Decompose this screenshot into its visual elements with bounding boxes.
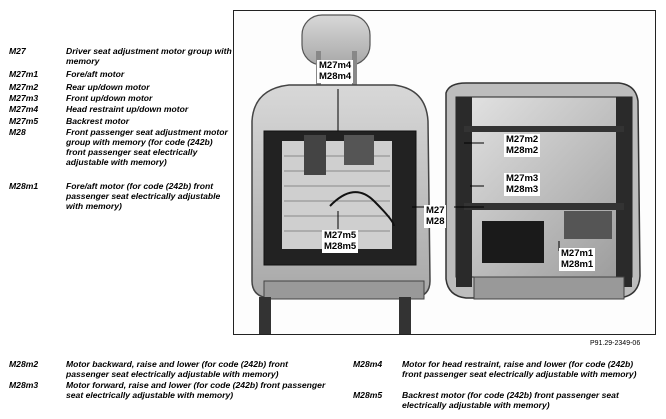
callout-label: M27m1 <box>561 248 594 259</box>
legend-code: M28m3 <box>9 380 39 390</box>
legend-code: M28m2 <box>9 359 39 369</box>
callout-rear-updown: M27m2 M28m2 <box>504 134 541 157</box>
legend-desc: Driver seat adjustment motor group with … <box>66 46 232 66</box>
callout-head-restraint: M27m4 M28m4 <box>317 60 354 83</box>
callout-label: M27 <box>426 205 445 216</box>
legend-desc: Motor for head restraint, raise and lowe… <box>402 359 637 379</box>
legend-code: M28m4 <box>353 359 383 369</box>
legend-code: M28m1 <box>9 181 39 191</box>
legend-code: M28 <box>9 127 26 137</box>
seat-motor-photo: M27m4 M28m4 M27m2 M28m2 M27m3 M28m3 M27 … <box>233 10 656 335</box>
motor-housing <box>482 221 544 263</box>
seat-base <box>263 280 425 300</box>
legend-code: M27 <box>9 46 26 56</box>
callout-label: M27m4 <box>319 60 352 71</box>
callout-label: M28m1 <box>561 258 594 270</box>
legend-code: M27m5 <box>9 116 39 126</box>
legend-desc: Motor forward, raise and lower (for code… <box>66 380 326 400</box>
legend-desc: Front passenger seat adjustment motor gr… <box>66 127 228 167</box>
callout-front-updown: M27m3 M28m3 <box>504 173 541 196</box>
legend-desc: Backrest motor (for code (242b) front pa… <box>402 390 619 410</box>
headrest-post-right <box>352 51 357 91</box>
cross-tube-2 <box>464 203 624 210</box>
seat-illustration <box>251 14 641 334</box>
cross-tube-1 <box>464 126 624 132</box>
headrest <box>301 14 371 66</box>
callout-motor-group: M27 M28 <box>424 205 447 228</box>
callout-label: M28 <box>426 215 445 227</box>
legend-desc: Fore/aft motor (for code (242b) front pa… <box>66 181 221 211</box>
leader-lines <box>337 89 560 251</box>
legend-desc: Head restraint up/down motor <box>66 104 189 114</box>
figure-reference: P91.29-2349-06 <box>590 340 641 347</box>
legend-code: M27m3 <box>9 93 39 103</box>
legend-code: M27m2 <box>9 82 39 92</box>
legend-desc: Rear up/down motor <box>66 82 150 92</box>
legend-desc: Motor backward, raise and lower (for cod… <box>66 359 289 379</box>
callout-label: M27m5 <box>324 230 357 241</box>
callout-label: M28m5 <box>324 240 357 252</box>
legend-code: M28m5 <box>353 390 383 400</box>
legend-code: M27m4 <box>9 104 39 114</box>
callout-label: M27m2 <box>506 134 539 145</box>
rail-right <box>399 297 411 334</box>
motor-block <box>304 135 326 175</box>
legend-code: M27m1 <box>9 69 39 79</box>
callout-label: M28m3 <box>506 183 539 195</box>
motor-block-2 <box>344 135 374 165</box>
callout-label: M28m2 <box>506 144 539 156</box>
cable <box>329 191 395 227</box>
side-rail-left <box>456 97 472 287</box>
callout-label: M28m4 <box>319 70 352 82</box>
callout-label: M27m3 <box>506 173 539 184</box>
side-rail-right <box>616 97 632 287</box>
legend-desc: Fore/aft motor <box>66 69 125 79</box>
front-skirt <box>473 276 625 300</box>
gear-housing <box>564 211 612 239</box>
callout-backrest: M27m5 M28m5 <box>322 230 359 253</box>
legend-desc: Front up/down motor <box>66 93 153 103</box>
rail-left <box>259 297 271 334</box>
callout-fore-aft: M27m1 M28m1 <box>559 248 596 271</box>
legend-desc: Backrest motor <box>66 116 130 126</box>
